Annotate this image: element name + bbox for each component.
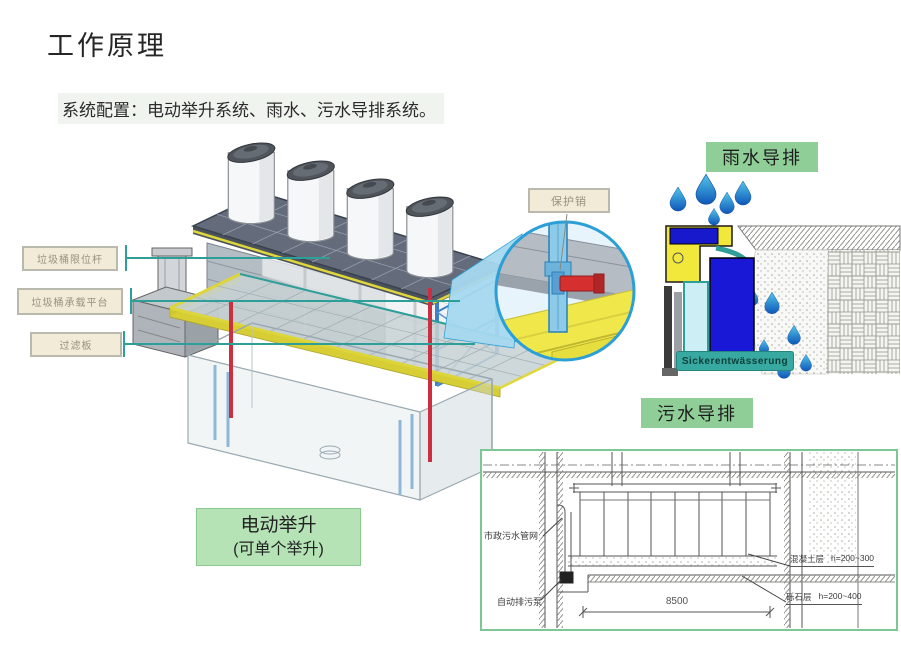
label-municipal-pipe: 市政污水管网 xyxy=(484,531,539,541)
leader-line-limit-rod xyxy=(127,257,330,259)
label-gravel-layer: 砾石层 h=200~400 xyxy=(786,591,862,605)
leader-line-filter-plate xyxy=(125,343,475,345)
gravel-layer-height: h=200~400 xyxy=(818,591,862,601)
lift-badge-line1: 电动举升 xyxy=(240,515,317,537)
label-filter-plate: 过滤板 xyxy=(30,332,122,357)
underground-pit xyxy=(187,322,493,501)
label-protection-pin: 保护销 xyxy=(528,188,610,213)
leader-tick xyxy=(123,331,125,357)
concrete-layer-name: 混凝土层 xyxy=(790,554,825,564)
protection-pin-callout xyxy=(443,213,636,362)
label-auto-pump: 自动排污泵 xyxy=(497,597,543,607)
gravel-layer-name: 砾石层 xyxy=(786,592,812,602)
lift-badge: 电动举升 (可单个举升) xyxy=(196,508,361,566)
section-title-rain-drainage: 雨水导排 xyxy=(706,142,818,172)
concrete-layer-height: h=200~300 xyxy=(831,553,875,563)
lift-badge-line2: (可单个举升) xyxy=(233,541,324,559)
label-carrier-platform: 垃圾桶承载平台 xyxy=(17,288,123,315)
subtitle: 系统配置：电动举升系统、雨水、污水导排系统。 xyxy=(58,93,444,124)
leader-line-carrier-platform xyxy=(132,300,460,302)
leader-tick xyxy=(125,245,127,271)
width-dimension: 8500 xyxy=(665,596,689,607)
section-title-sewage-drainage: 污水导排 xyxy=(641,398,753,428)
page-title: 工作原理 xyxy=(47,31,167,61)
sewage-drainage-drawing xyxy=(480,449,898,631)
rain-drainage-drawing xyxy=(662,173,901,379)
lift-machine-drawing xyxy=(131,138,572,501)
label-concrete-layer: 混凝土层 h=200~300 xyxy=(790,553,875,567)
seepage-drainage-caption: Sickerentwässerung xyxy=(676,351,794,371)
label-limit-rod: 垃圾桶限位杆 xyxy=(22,246,118,271)
leader-tick xyxy=(130,288,132,314)
